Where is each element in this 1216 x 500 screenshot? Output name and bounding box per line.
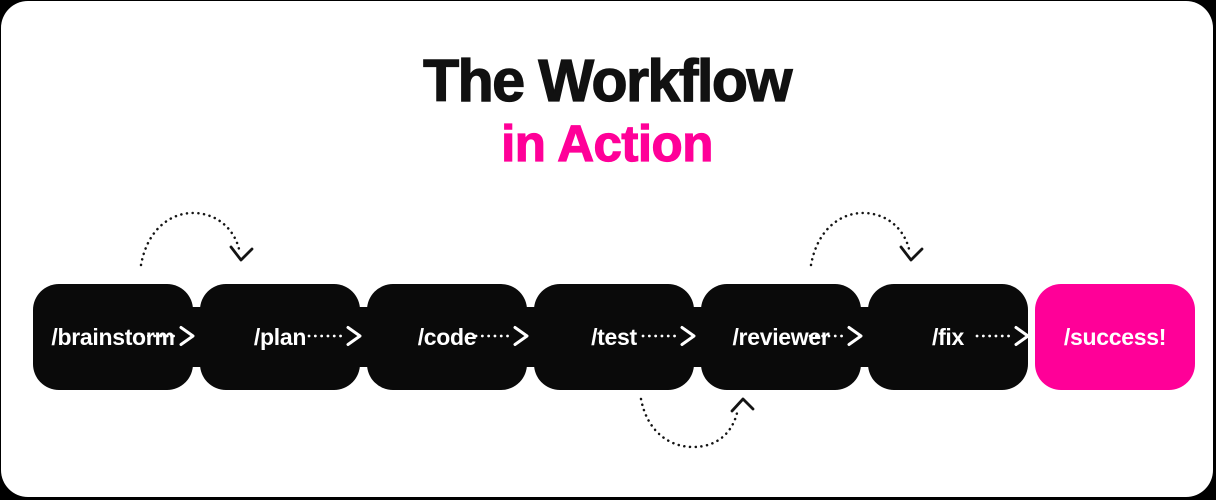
- forward-arrow-icon: [808, 326, 862, 346]
- step-success: /success!: [1035, 284, 1195, 390]
- loop-arc-brainstorm-to-plan-icon: [139, 211, 254, 267]
- step-label: /fix: [931, 323, 965, 350]
- step-label: /reviewer: [732, 323, 830, 350]
- forward-arrow-icon: [307, 326, 361, 346]
- forward-arrow-icon: [140, 326, 194, 346]
- step-label: /code: [417, 323, 477, 350]
- loop-arc-test-to-reviewer-icon: [639, 397, 755, 449]
- step-label: /test: [591, 323, 637, 350]
- forward-arrow-icon: [474, 326, 528, 346]
- title-line-2: in Action: [501, 114, 714, 172]
- forward-arrow-icon: [975, 326, 1029, 346]
- step-label: /plan: [253, 323, 307, 350]
- step-label: /success!: [1063, 323, 1167, 350]
- page-title: The Workflow in Action: [1, 47, 1213, 172]
- loop-arc-reviewer-to-fix-icon: [809, 211, 924, 267]
- title-line-1: The Workflow: [422, 47, 793, 114]
- forward-arrow-icon: [641, 326, 695, 346]
- step-reviewer: /reviewer: [701, 284, 861, 390]
